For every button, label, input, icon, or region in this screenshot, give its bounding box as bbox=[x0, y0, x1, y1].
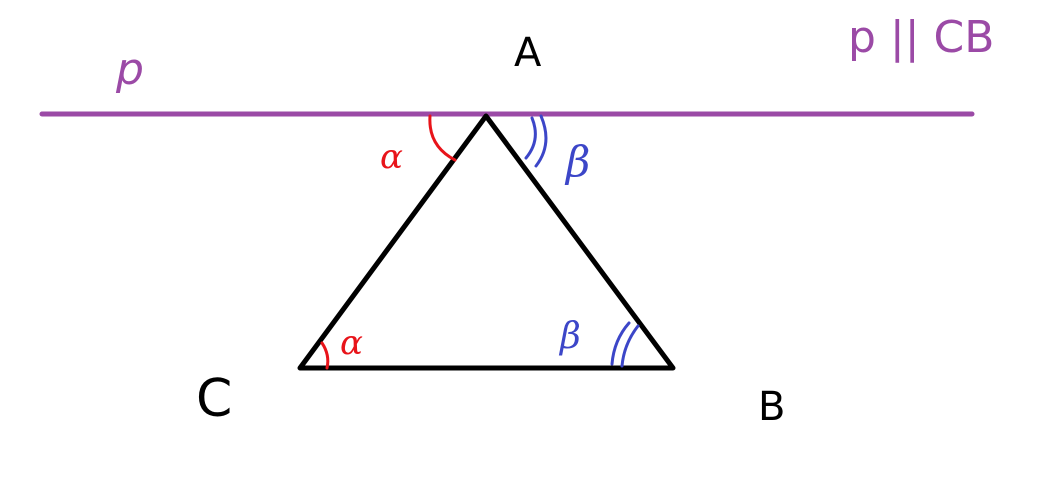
line-p-label: p bbox=[115, 44, 144, 95]
angle-beta-arc-bottom-2 bbox=[620, 324, 640, 368]
parallel-note: p || CB bbox=[848, 12, 994, 63]
angle-label-beta-top: β bbox=[564, 137, 590, 186]
angle-beta-arc-bottom-1 bbox=[610, 321, 631, 366]
angle-label-alpha-top: α bbox=[380, 137, 403, 177]
vertex-label-b: B bbox=[758, 384, 785, 430]
angle-beta-arc-top-1 bbox=[524, 116, 537, 160]
vertex-label-c: C bbox=[196, 369, 232, 429]
angle-alpha-arc-bottom bbox=[320, 341, 330, 370]
vertex-label-a: A bbox=[514, 30, 542, 76]
angle-label-beta-bottom: β bbox=[558, 316, 581, 357]
angle-label-alpha-bottom: α bbox=[340, 323, 363, 363]
angle-alpha-arc-top bbox=[428, 114, 457, 162]
angle-beta-arc-top-2 bbox=[534, 114, 548, 168]
triangle-abc bbox=[297, 113, 676, 371]
